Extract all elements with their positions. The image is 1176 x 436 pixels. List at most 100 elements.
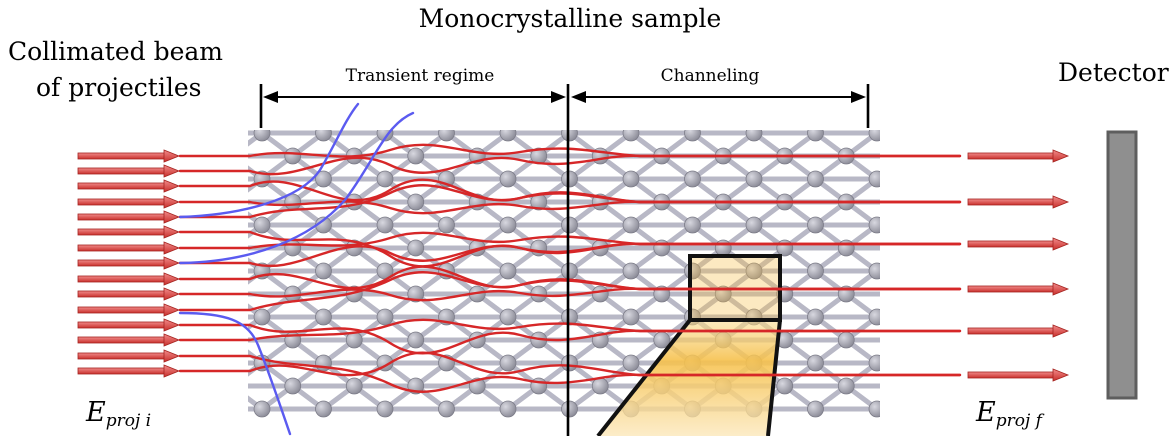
lattice-atom <box>561 130 578 142</box>
lattice-bond <box>939 179 970 202</box>
lattice-bond <box>201 179 232 202</box>
projectile-trajectory <box>178 271 962 312</box>
lattice-bond <box>908 202 939 225</box>
incoming-arrow <box>77 164 181 178</box>
projectile-trajectory <box>178 143 962 158</box>
arrow-shaft <box>77 275 166 283</box>
lattice-atom <box>868 308 880 326</box>
projectile-trajectory <box>178 351 962 377</box>
incoming-arrow <box>77 333 181 347</box>
lattice-atom <box>868 354 880 372</box>
beam-label-line-2: of projectiles <box>36 73 202 102</box>
arrow-shaft <box>77 259 166 267</box>
lattice-atom <box>499 308 517 326</box>
lattice-atom <box>745 130 763 142</box>
arrow-head <box>1052 324 1070 338</box>
lattice-bond <box>939 340 970 363</box>
deflected-trajectories <box>178 102 415 436</box>
arrow-head <box>163 256 181 270</box>
lattice-bond <box>874 219 880 228</box>
incoming-arrow <box>77 287 181 301</box>
lattice-bond <box>908 248 939 271</box>
lattice-atom <box>868 400 880 418</box>
channeling-span-arrow <box>571 91 866 103</box>
projectile-trajectories <box>178 143 962 393</box>
lattice-atom <box>193 263 209 279</box>
lattice-bond <box>908 340 939 363</box>
lattice-atom <box>561 354 578 372</box>
arrow-head <box>163 225 181 239</box>
detector <box>1106 130 1138 400</box>
lattice-atom <box>376 170 394 188</box>
deflected-trajectory <box>178 311 292 436</box>
lattice-atom <box>193 355 209 371</box>
lattice-atom <box>315 308 332 326</box>
arrow-head <box>1052 149 1070 163</box>
lattice-atom <box>499 400 517 418</box>
arrow-head <box>1052 282 1070 296</box>
lattice-bond <box>939 271 970 294</box>
arrow-head <box>163 179 181 193</box>
outgoing-arrow <box>967 195 1070 209</box>
lattice-atom <box>837 239 855 257</box>
arrow-shaft <box>967 371 1055 379</box>
lattice-atom <box>807 354 824 372</box>
lattice-bond <box>201 340 232 363</box>
lattice-atom <box>931 125 947 141</box>
arrow-shaft <box>967 285 1055 293</box>
lattice-atom <box>684 216 701 234</box>
lattice-atom <box>868 170 880 188</box>
lattice-bond <box>908 271 939 294</box>
lattice-bond <box>201 271 232 294</box>
incoming-arrow <box>77 179 181 193</box>
lattice-atom <box>499 170 517 188</box>
final-energy-label: Eproj f <box>976 397 1042 432</box>
lattice-atom <box>253 308 271 326</box>
incoming-arrow <box>77 318 181 332</box>
incoming-arrow <box>77 241 181 255</box>
incoming-arrow <box>77 195 181 209</box>
lattice-bond <box>874 265 880 274</box>
arrow-shaft <box>77 198 166 206</box>
lattice-atom <box>714 239 732 257</box>
lattice-atom <box>622 308 640 326</box>
lattice-atom <box>931 309 947 325</box>
lattice-atom <box>900 332 916 348</box>
lattice-atom <box>315 130 332 142</box>
lattice-atom <box>931 263 947 279</box>
projectile-trajectory <box>178 287 962 302</box>
lattice-bond <box>939 156 970 179</box>
arrow-shaft <box>77 152 166 160</box>
lattice-atom <box>684 130 701 142</box>
lattice-bond <box>874 268 880 277</box>
lattice-atom <box>622 354 640 372</box>
arrow-shaft <box>967 152 1055 160</box>
lattice-atom <box>284 377 302 395</box>
lattice-bond <box>939 202 970 225</box>
lattice-atom <box>776 377 794 395</box>
lattice-atom <box>193 171 209 187</box>
lattice-atom <box>499 354 517 372</box>
arrow-head <box>163 149 181 163</box>
arrow-shaft <box>77 290 166 298</box>
lattice-atom <box>961 378 977 394</box>
lattice-atom <box>591 377 609 395</box>
lattice-atom <box>193 309 209 325</box>
arrow-shaft <box>77 228 166 236</box>
projectile-trajectory <box>178 184 962 219</box>
lattice-atom <box>438 400 455 418</box>
arrow-head <box>163 318 181 332</box>
lattice-atom <box>931 217 947 233</box>
lattice-bond <box>908 156 939 179</box>
initial-energy-label: Eproj i <box>86 397 152 432</box>
outgoing-arrow <box>967 282 1070 296</box>
arrow-head <box>163 333 181 347</box>
arrow-shaft <box>77 336 166 344</box>
lattice-atom <box>345 377 363 395</box>
arrow-shaft <box>77 321 166 329</box>
lattice-bond <box>908 386 939 409</box>
lattice-atom <box>868 216 880 234</box>
lattice-atom <box>253 400 271 418</box>
lattice-atom <box>284 147 302 165</box>
